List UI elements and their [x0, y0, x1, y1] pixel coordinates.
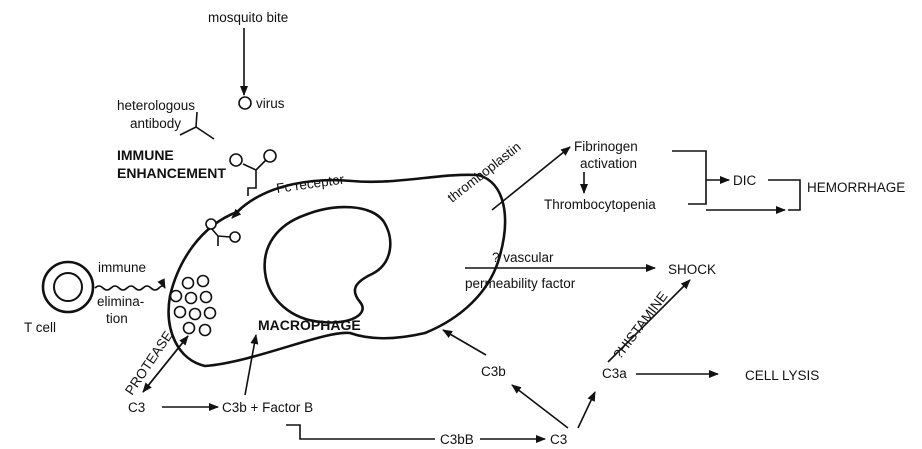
dic-label: DIC — [733, 173, 757, 188]
immune-elimination-label: immune — [98, 260, 146, 275]
cell-lysis-label: CELL LYSIS — [745, 368, 819, 383]
protease-label: PROTEASE — [122, 328, 176, 397]
c3a-label: C3a — [602, 366, 627, 381]
antibody-label: antibody — [130, 116, 181, 131]
c3b-right-label: C3b — [481, 364, 506, 379]
hemorrhage-label: HEMORRHAGE — [807, 180, 905, 195]
enhancement-label: ENHANCEMENT — [117, 165, 226, 181]
vascular-label: ? vascular — [492, 250, 554, 265]
t-cell-label: T cell — [24, 320, 56, 335]
c3-left-label: C3 — [128, 400, 145, 415]
c3-bottom-label: C3 — [550, 432, 567, 447]
antibody-icon — [180, 112, 214, 139]
t-cell-icon — [43, 262, 93, 312]
activation-label: activation — [580, 156, 637, 171]
fibrinogen-label: Fibrinogen — [574, 139, 638, 154]
virus-icon — [239, 97, 251, 109]
c3-to-c3a-arrow — [578, 392, 595, 428]
immune-label: IMMUNE — [117, 147, 174, 163]
immune-elimination-wave — [95, 286, 165, 290]
thrombocytopenia-label: Thrombocytopenia — [544, 197, 656, 212]
macrophage-label: MACROPHAGE — [258, 317, 361, 333]
elimination-label-1: elimina- — [97, 294, 144, 309]
hemorrhage-bracket — [768, 180, 800, 210]
mosquito-bite-label: mosquito bite — [208, 10, 288, 25]
fibrinogen-dic-bracket — [672, 151, 706, 195]
c3b-to-macrophage-right-arrow — [443, 330, 486, 355]
c3bb-label: C3bB — [440, 432, 474, 447]
thrombocytopenia-dic-bracket — [688, 195, 706, 204]
shock-label: SHOCK — [668, 262, 716, 277]
fc-receptor-stalk — [248, 178, 256, 196]
c3bb-bracket — [286, 425, 435, 439]
virus-label: virus — [256, 96, 285, 111]
antibody-virus-complex — [230, 150, 276, 178]
c3-to-c3b-right-arrow — [512, 385, 568, 428]
histamine-label: ?HISTAMINE — [610, 289, 670, 362]
heterologous-label: heterologous — [117, 98, 195, 113]
elimination-label-2: tion — [106, 311, 128, 326]
permeability-label: permeability factor — [465, 276, 576, 291]
c3b-factor-b-label: C3b + Factor B — [222, 400, 313, 415]
